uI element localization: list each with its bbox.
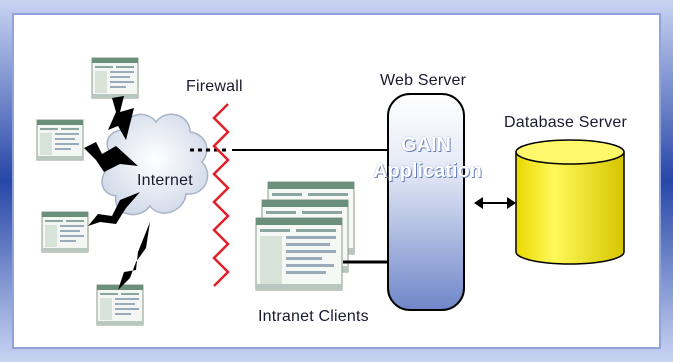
firewall-label: Firewall xyxy=(186,78,243,95)
lightning-icon xyxy=(108,96,134,140)
intranet-client-screen-icon xyxy=(255,217,343,291)
internet-label: Internet xyxy=(137,172,193,189)
web-server-label: Web Server xyxy=(380,72,467,89)
double-arrow-icon xyxy=(474,197,516,209)
database-server-label: Database Server xyxy=(504,114,628,131)
firewall-line xyxy=(212,103,230,287)
intranet-clients-label: Intranet Clients xyxy=(258,308,369,325)
lightning-icon xyxy=(118,222,150,290)
database-cylinder-icon xyxy=(515,139,625,265)
gain-label: GAIN xyxy=(401,134,451,156)
lightning-icon xyxy=(84,142,138,172)
internet-client-screen-icon xyxy=(36,119,84,161)
internet-client-screen-icon xyxy=(91,57,139,99)
lightning-icon xyxy=(88,192,140,226)
application-label: Application xyxy=(373,160,482,182)
internet-client-screen-icon xyxy=(96,284,144,326)
web-server-box xyxy=(387,93,465,311)
internet-client-screen-icon xyxy=(41,211,89,253)
